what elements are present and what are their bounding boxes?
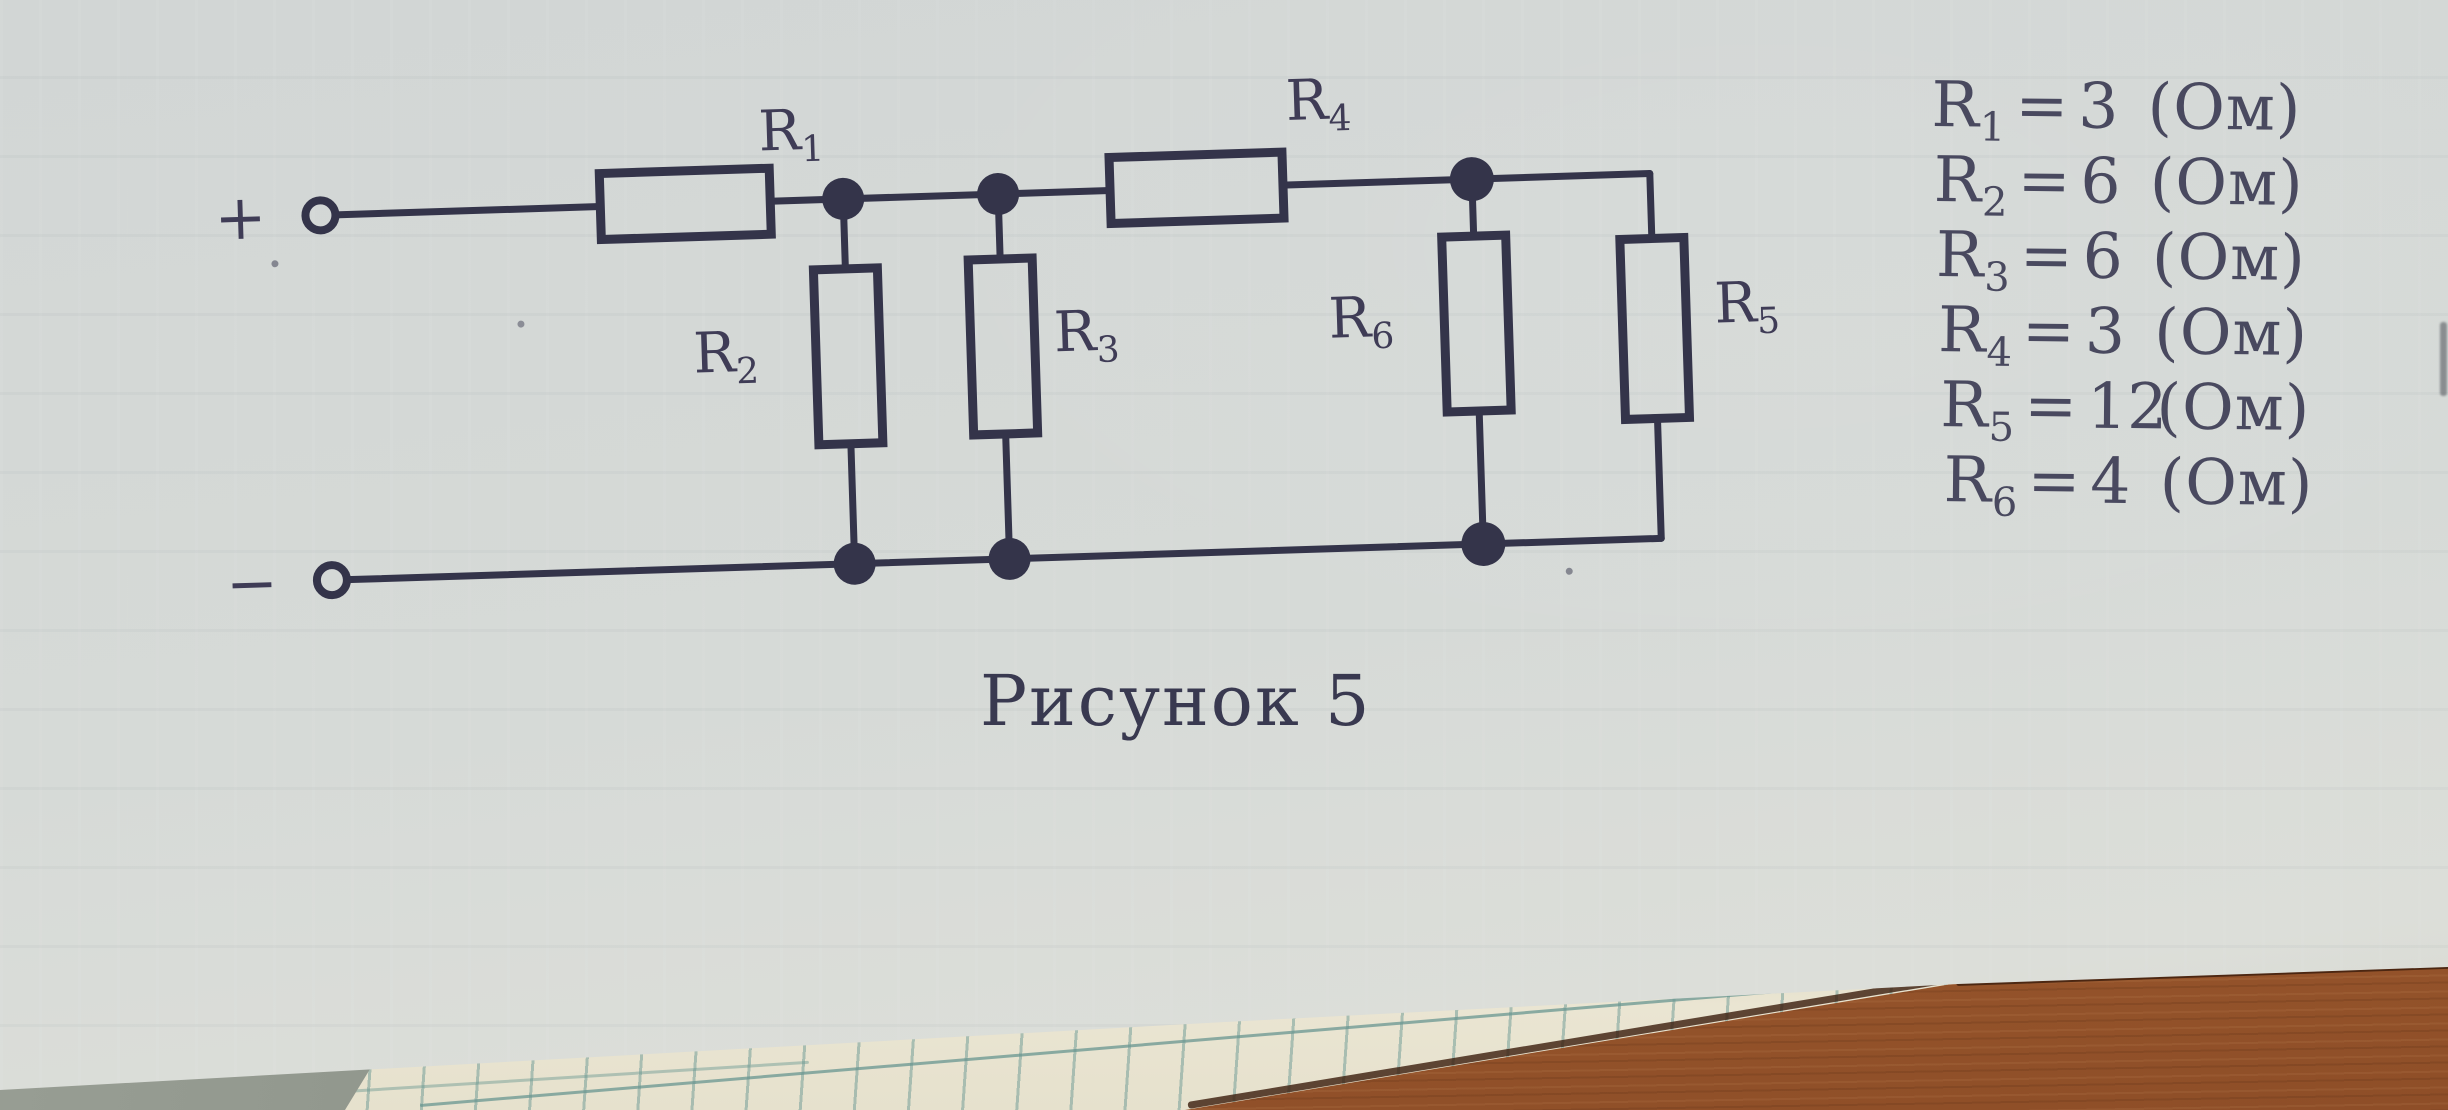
value-label: R2=6 [1933, 143, 2121, 226]
value-label: R5=12 [1940, 368, 2168, 451]
wire-plus-to-r1 [331, 203, 604, 219]
value-row: R3=6 (Ом) [1936, 218, 2317, 301]
junction-node-bottom-r2 [833, 542, 876, 585]
resistor-r4-body [1104, 147, 1289, 229]
minus-terminal [312, 561, 351, 600]
value-row: R6=4 (Ом) [1943, 443, 2314, 526]
wire-r1-to-r4 [766, 187, 1114, 205]
value-unit: (Ом) [2149, 145, 2305, 220]
value-label: R6=4 [1943, 443, 2131, 526]
junction-node-bottom-r6 [1461, 521, 1506, 566]
label-r3: R3 [1053, 298, 1120, 372]
wire-r5-top-lead [1646, 170, 1656, 243]
value-unit: (Ом) [2159, 445, 2314, 521]
label-r2: R2 [692, 320, 759, 394]
wire-r5-bottom-lead [1653, 414, 1665, 542]
value-row: R2=6 (Ом) [1933, 143, 2317, 226]
value-row: R1=3 (Ом) [1931, 68, 2318, 151]
wire-r6-bottom-lead [1475, 407, 1487, 548]
plus-symbol: + [213, 180, 267, 255]
ink-speck-1 [271, 260, 279, 268]
junction-node-bottom-r3 [988, 537, 1031, 580]
value-row: R5=12 (Ом) [1940, 368, 2315, 451]
value-row: R4=3 (Ом) [1938, 293, 2316, 376]
minus-symbol: − [225, 546, 279, 621]
resistor-r2-body [808, 263, 888, 450]
resistor-r3-body [963, 253, 1043, 440]
label-r6: R6 [1328, 285, 1395, 359]
resistor-values-list: R1=3 (Ом) R2=6 (Ом) R3=6 (Ом) R4=3 (Ом) … [1927, 68, 2318, 526]
value-unit: (Ом) [2147, 70, 2302, 145]
value-unit: (Ом) [2151, 220, 2307, 295]
value-label: R4=3 [1937, 293, 2126, 376]
junction-node-top-r2 [822, 177, 865, 220]
figure-caption: Рисунок 5 [980, 660, 1372, 742]
value-label: R3=6 [1935, 218, 2124, 301]
value-unit: (Ом) [2153, 295, 2309, 370]
junction-node-top-r6 [1449, 157, 1494, 202]
label-r5: R5 [1713, 270, 1780, 344]
junction-node-top-r3 [977, 173, 1020, 216]
label-r4: R4 [1285, 67, 1352, 141]
label-r1: R1 [757, 98, 824, 172]
ink-speck-3 [1565, 567, 1573, 575]
value-label: R1=3 [1931, 68, 2119, 151]
value-unit: (Ом) [2156, 370, 2311, 445]
resistor-r6-body [1437, 230, 1516, 417]
resistor-r1-body [594, 163, 776, 245]
ink-mark-right-edge [2440, 322, 2447, 396]
circuit-diagram: + − R1 R2 R3 R4 R5 R6 [213, 67, 1780, 621]
plus-terminal [301, 196, 340, 235]
ink-speck-2 [517, 320, 525, 328]
resistor-r5-body [1615, 232, 1695, 425]
